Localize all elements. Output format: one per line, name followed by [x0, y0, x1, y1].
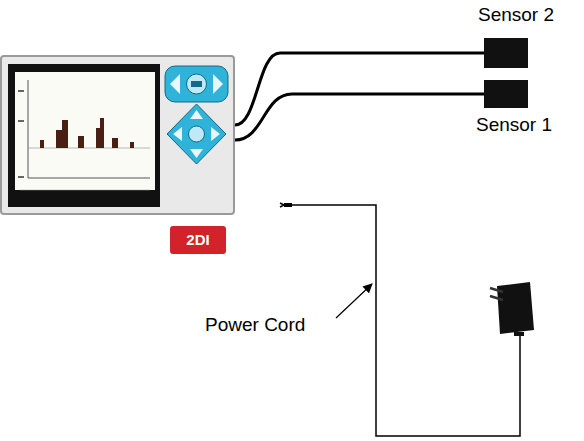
- wall-adapter: [490, 282, 534, 336]
- logger-housing: [1, 56, 234, 214]
- screen-bezel: [8, 64, 160, 207]
- sensor-cable: [235, 94, 484, 140]
- screen-strip: [15, 192, 155, 202]
- sensor-box: Sensor 1: [484, 80, 528, 108]
- brand-logo: 2DI: [170, 226, 226, 254]
- screen-chart: [18, 80, 150, 178]
- leader-line: [336, 284, 372, 318]
- sensor-label: Sensor 1: [476, 114, 552, 137]
- part-label: Power Cord: [205, 314, 305, 336]
- sensor-box: Sensor 2: [484, 38, 528, 68]
- sensor-cable: [235, 53, 484, 125]
- sensor-label: Sensor 2: [478, 4, 554, 27]
- data-logger: 2DI: [0, 55, 235, 215]
- power-cord: [280, 203, 520, 436]
- button-panel: [165, 66, 228, 164]
- screen: [15, 72, 155, 190]
